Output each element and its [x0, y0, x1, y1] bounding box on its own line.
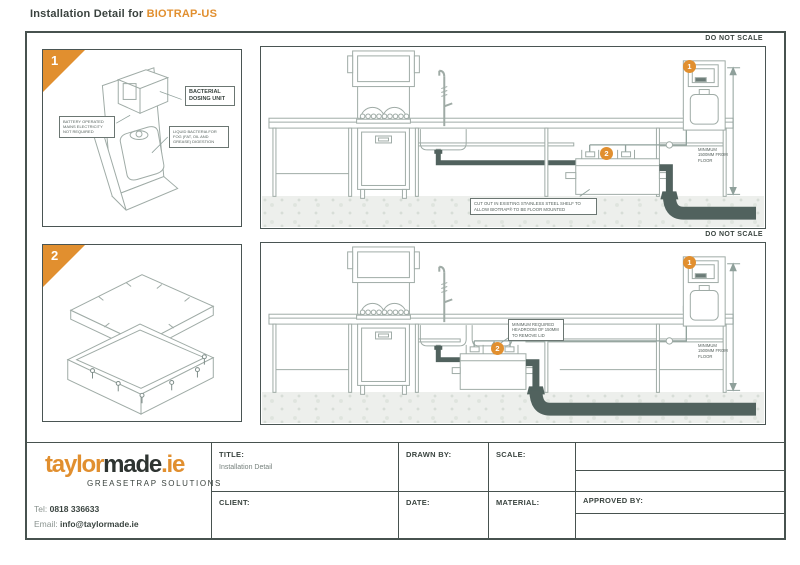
field-scale-label: SCALE: — [496, 450, 526, 459]
height-dimension-line — [727, 262, 741, 392]
height-dimension-line — [727, 66, 741, 196]
field-approved-by-label: APPROVED BY: — [583, 496, 644, 505]
floor-drain-pipe — [662, 195, 757, 220]
detail-panel-lid: 2 — [42, 244, 242, 422]
note-shelf-cutout: CUT OUT IN EXISTING STAINLESS STEEL SHEL… — [470, 198, 597, 216]
drain-collar — [434, 345, 443, 350]
dimension-min-from-floor: MINIMUM 1500mm FROM FLOOR — [698, 343, 728, 359]
divider — [398, 443, 400, 538]
label-battery-operated: BATTERY OPERATED MAINS ELECTRICITY NOT R… — [59, 116, 115, 138]
marker-greasetrap: 2 — [491, 342, 504, 355]
greasetrap — [565, 158, 670, 195]
field-material-label: MATERIAL: — [496, 498, 540, 507]
company-tagline: GREASETRAP SOLUTIONS — [87, 479, 222, 488]
contact-details: Tel: 0818 336633 Email: info@taylormade.… — [34, 502, 139, 532]
dimension-min-from-floor: MINIMUM 1500mm FROM FLOOR — [698, 147, 728, 163]
marker-greasetrap: 2 — [600, 147, 613, 160]
label-liquid-bacteria: LIQUID BACTERIA FOR FOG (FAT, OIL AND GR… — [169, 126, 229, 148]
drawing-frame: DO NOT SCALE DO NOT SCALE — [25, 31, 786, 540]
sink-and-tap — [419, 69, 467, 151]
drain-collar — [434, 149, 443, 154]
lid-clamps — [90, 354, 207, 404]
do-not-scale-note-bottom: DO NOT SCALE — [705, 231, 763, 238]
marker-dosing-unit: 1 — [683, 60, 696, 73]
marker-dosing-unit: 1 — [683, 256, 696, 269]
field-drawn-by-label: DRAWN BY: — [406, 450, 452, 459]
note-headroom: MINIMUM REQUIRED HEADROOM OF 150mm TO RE… — [508, 319, 564, 342]
do-not-scale-note-top: DO NOT SCALE — [705, 35, 763, 42]
divider — [211, 443, 213, 538]
company-logo: taylormade.ie — [45, 451, 185, 479]
label-bacterial-dosing-unit: BACTERIAL DOSING UNIT — [185, 86, 235, 107]
title-block: taylormade.ie GREASETRAP SOLUTIONS Tel: … — [27, 442, 784, 538]
detail-panel-dosing-unit: 1 BACTERIAL DOSING UNIT BATTERY OPERATED… — [42, 49, 242, 227]
divider — [211, 491, 784, 493]
elevation-panel-bottom: 1 2 MINIMUM REQUIRED HEADROOM OF 150mm T… — [260, 242, 766, 425]
divider — [488, 443, 490, 538]
lid-exploded-isometric-drawing — [66, 274, 215, 415]
divider — [575, 470, 784, 472]
field-title-label: TITLE: — [219, 450, 245, 459]
greasetrap — [451, 353, 535, 390]
page-title: Installation Detail for BIOTRAP-US — [30, 8, 217, 20]
inlet-pipe — [435, 148, 576, 166]
field-date-label: DATE: — [406, 498, 430, 507]
product-name: BIOTRAP-US — [146, 8, 218, 20]
elevation-panel-top: 1 2 CUT OUT IN EXISTING STAINLESS STEEL … — [260, 46, 766, 229]
dosing-unit-isometric-drawing — [89, 67, 182, 211]
outlet-pipe — [659, 164, 673, 194]
kitchen-elevation-drawing-bottom — [268, 246, 757, 416]
dishwasher — [347, 246, 420, 395]
phone-line: Tel: 0818 336633 — [34, 504, 100, 514]
floor-drain-pipe — [529, 390, 757, 416]
page-title-prefix: Installation Detail for — [30, 8, 147, 20]
logo-made: made — [103, 451, 162, 478]
dishwasher — [347, 50, 420, 199]
sink-and-tap — [419, 265, 513, 347]
tube-fittings — [581, 109, 691, 159]
divider — [575, 513, 784, 515]
field-client-label: CLIENT: — [219, 498, 250, 507]
logo-taylor: taylor — [45, 451, 104, 478]
field-title-value: Installation Detail — [219, 464, 273, 471]
divider — [575, 443, 577, 538]
note-leader-line — [579, 189, 590, 197]
email-line: Email: info@taylormade.ie — [34, 518, 139, 529]
outlet-pipe — [525, 359, 540, 389]
logo-ie: .ie — [161, 451, 185, 478]
